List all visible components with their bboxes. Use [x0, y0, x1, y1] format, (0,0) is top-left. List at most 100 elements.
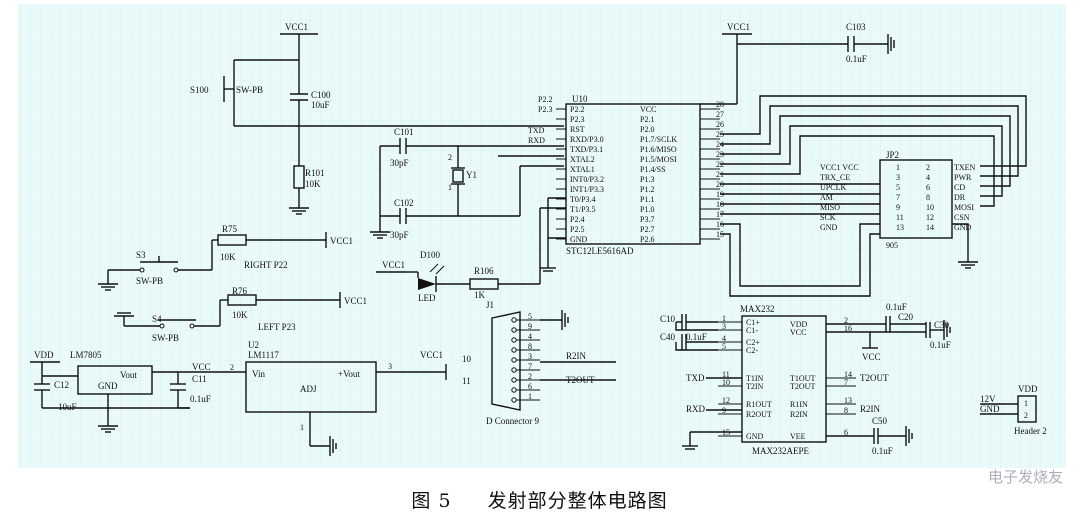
jp2-right-label: MOSI — [954, 203, 974, 212]
max-left-pin-label: R2OUT — [746, 410, 772, 419]
u10-left-pin-label: XTAL1 — [570, 165, 595, 174]
u10-right-pin-label: P1.1 — [640, 195, 654, 204]
c20-ref: C20 — [898, 312, 914, 322]
right-net: RIGHT P22 — [244, 260, 288, 270]
rxd-net: RXD — [528, 136, 545, 145]
jp2-left-label: TRX_CE — [820, 173, 850, 182]
header2-body — [1017, 395, 1037, 423]
max-left-pin-label: C2+ — [746, 338, 760, 347]
lm7805-gnd: GND — [98, 381, 118, 391]
max-right-pin-number: 16 — [844, 324, 852, 333]
u10-left-pin-label: INT1/P3.3 — [570, 185, 604, 194]
jp2-left-label: SCK — [820, 213, 836, 222]
u10-right-pin-number: 27 — [716, 110, 724, 119]
r2in-net-j1: R2IN — [566, 351, 587, 361]
max-left-pin-number: 3 — [722, 322, 726, 331]
max-left-pin-number: 11 — [722, 370, 730, 379]
led-circuit: VCC1 D100 LED R106 1K — [376, 207, 566, 303]
j1-shell — [491, 311, 521, 411]
max232-ref: MAX232 — [740, 304, 775, 314]
jp2-right-number: 10 — [926, 203, 934, 212]
c12-ref: C12 — [54, 380, 69, 390]
max-right-pin-label: T1OUT — [790, 374, 815, 383]
left-net: LEFT P23 — [258, 322, 296, 332]
jp2-left-label: GND — [820, 223, 838, 232]
u2-vout: +Vout — [338, 369, 360, 379]
right-button-circuit: S3 SW-PB VCC1 R75 10K RIGHT P22 — [98, 224, 353, 291]
jp2-right-number: 12 — [926, 213, 934, 222]
max-right-pin-label: VEE — [790, 432, 806, 441]
j1-pin11: 11 — [462, 376, 471, 386]
c103-ref: C103 — [846, 22, 866, 32]
c40-value: 0.1uF — [686, 332, 707, 342]
u10-right-pin-label: P2.1 — [640, 115, 654, 124]
header-vdd: VDD — [1018, 384, 1038, 394]
d100-value: LED — [418, 293, 436, 303]
lm7805-body — [77, 365, 153, 395]
left-button-circuit: S4 SW-PB VCC1 R76 10K LEFT P23 — [114, 286, 367, 343]
jp2-right-number: 4 — [926, 173, 930, 182]
jp2-left-number: 1 — [896, 163, 900, 172]
r2in-max: R2IN — [860, 404, 881, 414]
u10-net-p22: P2.2 — [538, 95, 552, 104]
j1-part: D Connector 9 — [486, 416, 539, 426]
max-left-pin-label: T1IN — [746, 374, 764, 383]
u10-right-pin-label: P2.6 — [640, 235, 654, 244]
max232-body — [741, 315, 827, 443]
dconn-pin-number: 8 — [528, 342, 532, 351]
jp2-right-number: 8 — [926, 193, 930, 202]
max-right-pin-label: VCC — [790, 328, 806, 337]
r75-ref: R75 — [222, 224, 238, 234]
max-left-pin-label: R1OUT — [746, 400, 772, 409]
u10-part: STC12LE5616AD — [566, 246, 634, 256]
max-left-pin-label: GND — [746, 432, 764, 441]
u10-net-p23: P2.3 — [538, 105, 552, 114]
max232-part: MAX232AEPE — [752, 446, 810, 456]
header2-ref: Header 2 — [1014, 426, 1047, 436]
vcc1-label-c103: VCC1 — [727, 22, 750, 32]
jp2-right-label: CD — [954, 183, 965, 192]
c100-ref: C100 — [311, 90, 331, 100]
c12-value: 10uF — [58, 402, 77, 412]
figure-title: 发射部分整体电路图 — [487, 490, 668, 512]
u10-left-pin-label: P2.2 — [570, 105, 584, 114]
vcc1-r76: VCC1 — [344, 296, 367, 306]
jp2-right-label: CSN — [954, 213, 970, 222]
jp2-right-number: 2 — [926, 163, 930, 172]
jp2-left-label: MISO — [820, 203, 840, 212]
r101-ref: R101 — [305, 168, 325, 178]
j1-ref: J1 — [486, 300, 494, 310]
c50-value: 0.1uF — [872, 446, 893, 456]
jp2-left-number: 7 — [896, 193, 900, 202]
max-right-pin-number: 2 — [844, 316, 848, 325]
c101-ref: C101 — [394, 127, 414, 137]
vcc1-r75: VCC1 — [330, 236, 353, 246]
max-right-pin-number: 7 — [844, 378, 848, 387]
max-right-pin-label: VDD — [790, 320, 808, 329]
header-pin1: 1 — [1024, 399, 1028, 408]
max-right-pin-label: R1IN — [790, 400, 808, 409]
u2-vin: Vin — [252, 369, 265, 379]
max-right-pin-number: 14 — [844, 370, 852, 379]
power-section: VDD C12 10uF LM7805 Vout GND VCC 2 C11 0… — [30, 340, 447, 456]
jp2-right-label: TXEN — [954, 163, 976, 172]
u10-right-pin-label: P1.6/MISO — [640, 145, 677, 154]
dconn-pin-number: 4 — [528, 332, 532, 341]
jp2-left-number: 3 — [896, 173, 900, 182]
max-right-pin-number: 8 — [844, 406, 848, 415]
max-right-pin-number: 13 — [844, 396, 852, 405]
max-left-pin-number: 10 — [722, 378, 730, 387]
max-left-pin-number: 5 — [722, 342, 726, 351]
u2-part: LM1117 — [248, 350, 279, 360]
jp2-left-label: UPCLK — [820, 183, 846, 192]
u10-right-pin-label: P2.7 — [640, 225, 654, 234]
rxd-max: RXD — [686, 404, 706, 414]
s100-ref: S100 — [190, 85, 209, 95]
jp2-ref: JP2 — [886, 150, 899, 160]
t2out-max: T2OUT — [860, 373, 889, 383]
reset-circuit: VCC1 S100 SW-PB C100 10uF R101 10K — [190, 22, 564, 215]
u2-adj: ADJ — [300, 384, 317, 394]
watermark: 电子发烧友 — [987, 468, 1063, 486]
u10-ref: U10 — [572, 94, 588, 104]
